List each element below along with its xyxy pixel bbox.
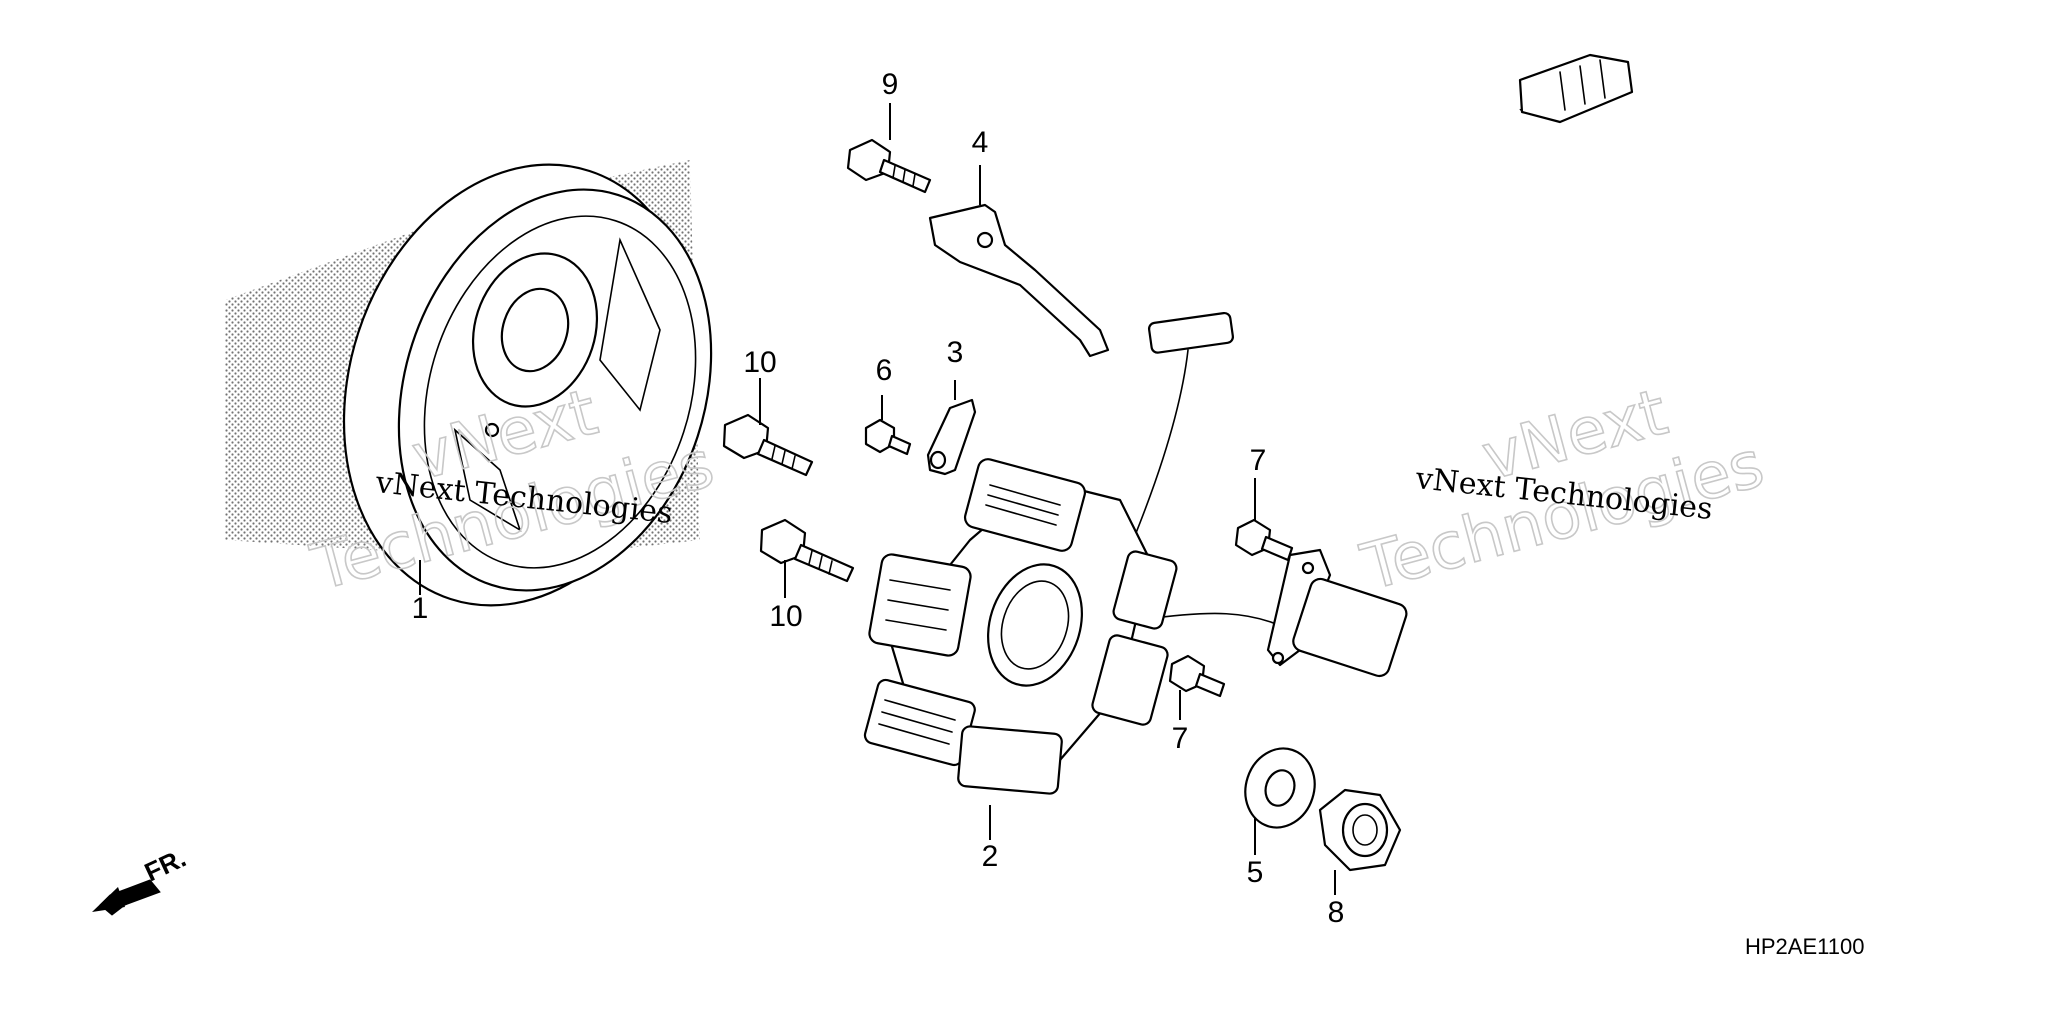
nut[interactable] (1318, 788, 1402, 872)
callout-flywheel[interactable]: 1 (412, 592, 429, 625)
callout-bolt-upper-7[interactable]: 7 (1250, 444, 1267, 477)
stator-bolt-top[interactable] (722, 413, 814, 477)
callout-stator-bolt-top[interactable]: 10 (743, 346, 776, 379)
callout-washer[interactable]: 5 (1247, 856, 1264, 889)
wire-harness (1124, 105, 1523, 664)
callout-bolt-lower-7[interactable]: 7 (1172, 722, 1189, 755)
callout-bracket[interactable]: 4 (972, 126, 989, 159)
stator-bolt-bottom[interactable] (759, 518, 855, 583)
watermark-right: vNext Technologies vNext Technologies (1353, 375, 1772, 607)
bolt-upper-7[interactable] (1234, 518, 1294, 562)
pulse-generator (1266, 548, 1408, 678)
callout-stator[interactable]: 2 (982, 840, 999, 873)
connector (1518, 53, 1634, 124)
diagram-code: HP2AE1100 (1745, 934, 1864, 959)
bracket-bolt[interactable] (846, 138, 932, 194)
flywheel[interactable] (289, 118, 761, 651)
bracket[interactable] (928, 203, 1110, 358)
front-direction-arrow (92, 879, 161, 916)
callout-bracket-bolt[interactable]: 9 (882, 68, 899, 101)
small-bolt[interactable] (864, 418, 912, 456)
callout-small-bolt[interactable]: 6 (876, 354, 893, 387)
callout-stator-bolt-bottom[interactable]: 10 (769, 600, 802, 633)
callout-nut[interactable]: 8 (1328, 896, 1345, 929)
clip[interactable] (926, 398, 977, 476)
washer[interactable] (1235, 739, 1324, 836)
bolt-lower-7[interactable] (1168, 654, 1226, 698)
stator[interactable] (863, 457, 1178, 795)
callout-clip[interactable]: 3 (947, 336, 964, 369)
leader-lines (419, 103, 1336, 895)
